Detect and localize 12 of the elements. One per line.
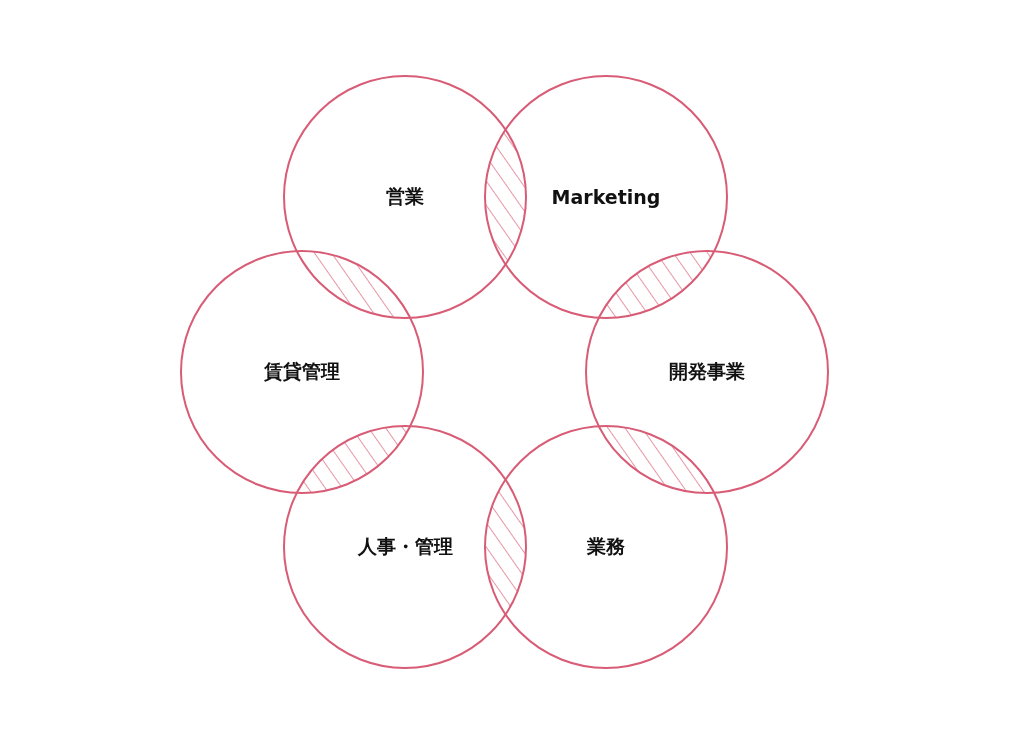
circle-label: 営業 [386,184,424,209]
venn-circle [283,75,527,319]
venn-circle [283,425,527,669]
circle-label: 業務 [587,534,625,559]
venn-circle [484,425,728,669]
circle-label: 賃貸管理 [264,359,340,384]
circle-label: Marketing [551,186,661,208]
circle-label: 人事・管理 [357,534,453,559]
venn-circle [484,75,728,319]
venn-circle [180,250,424,494]
circle-label: 開発事業 [669,359,745,384]
venn-circle [585,250,829,494]
